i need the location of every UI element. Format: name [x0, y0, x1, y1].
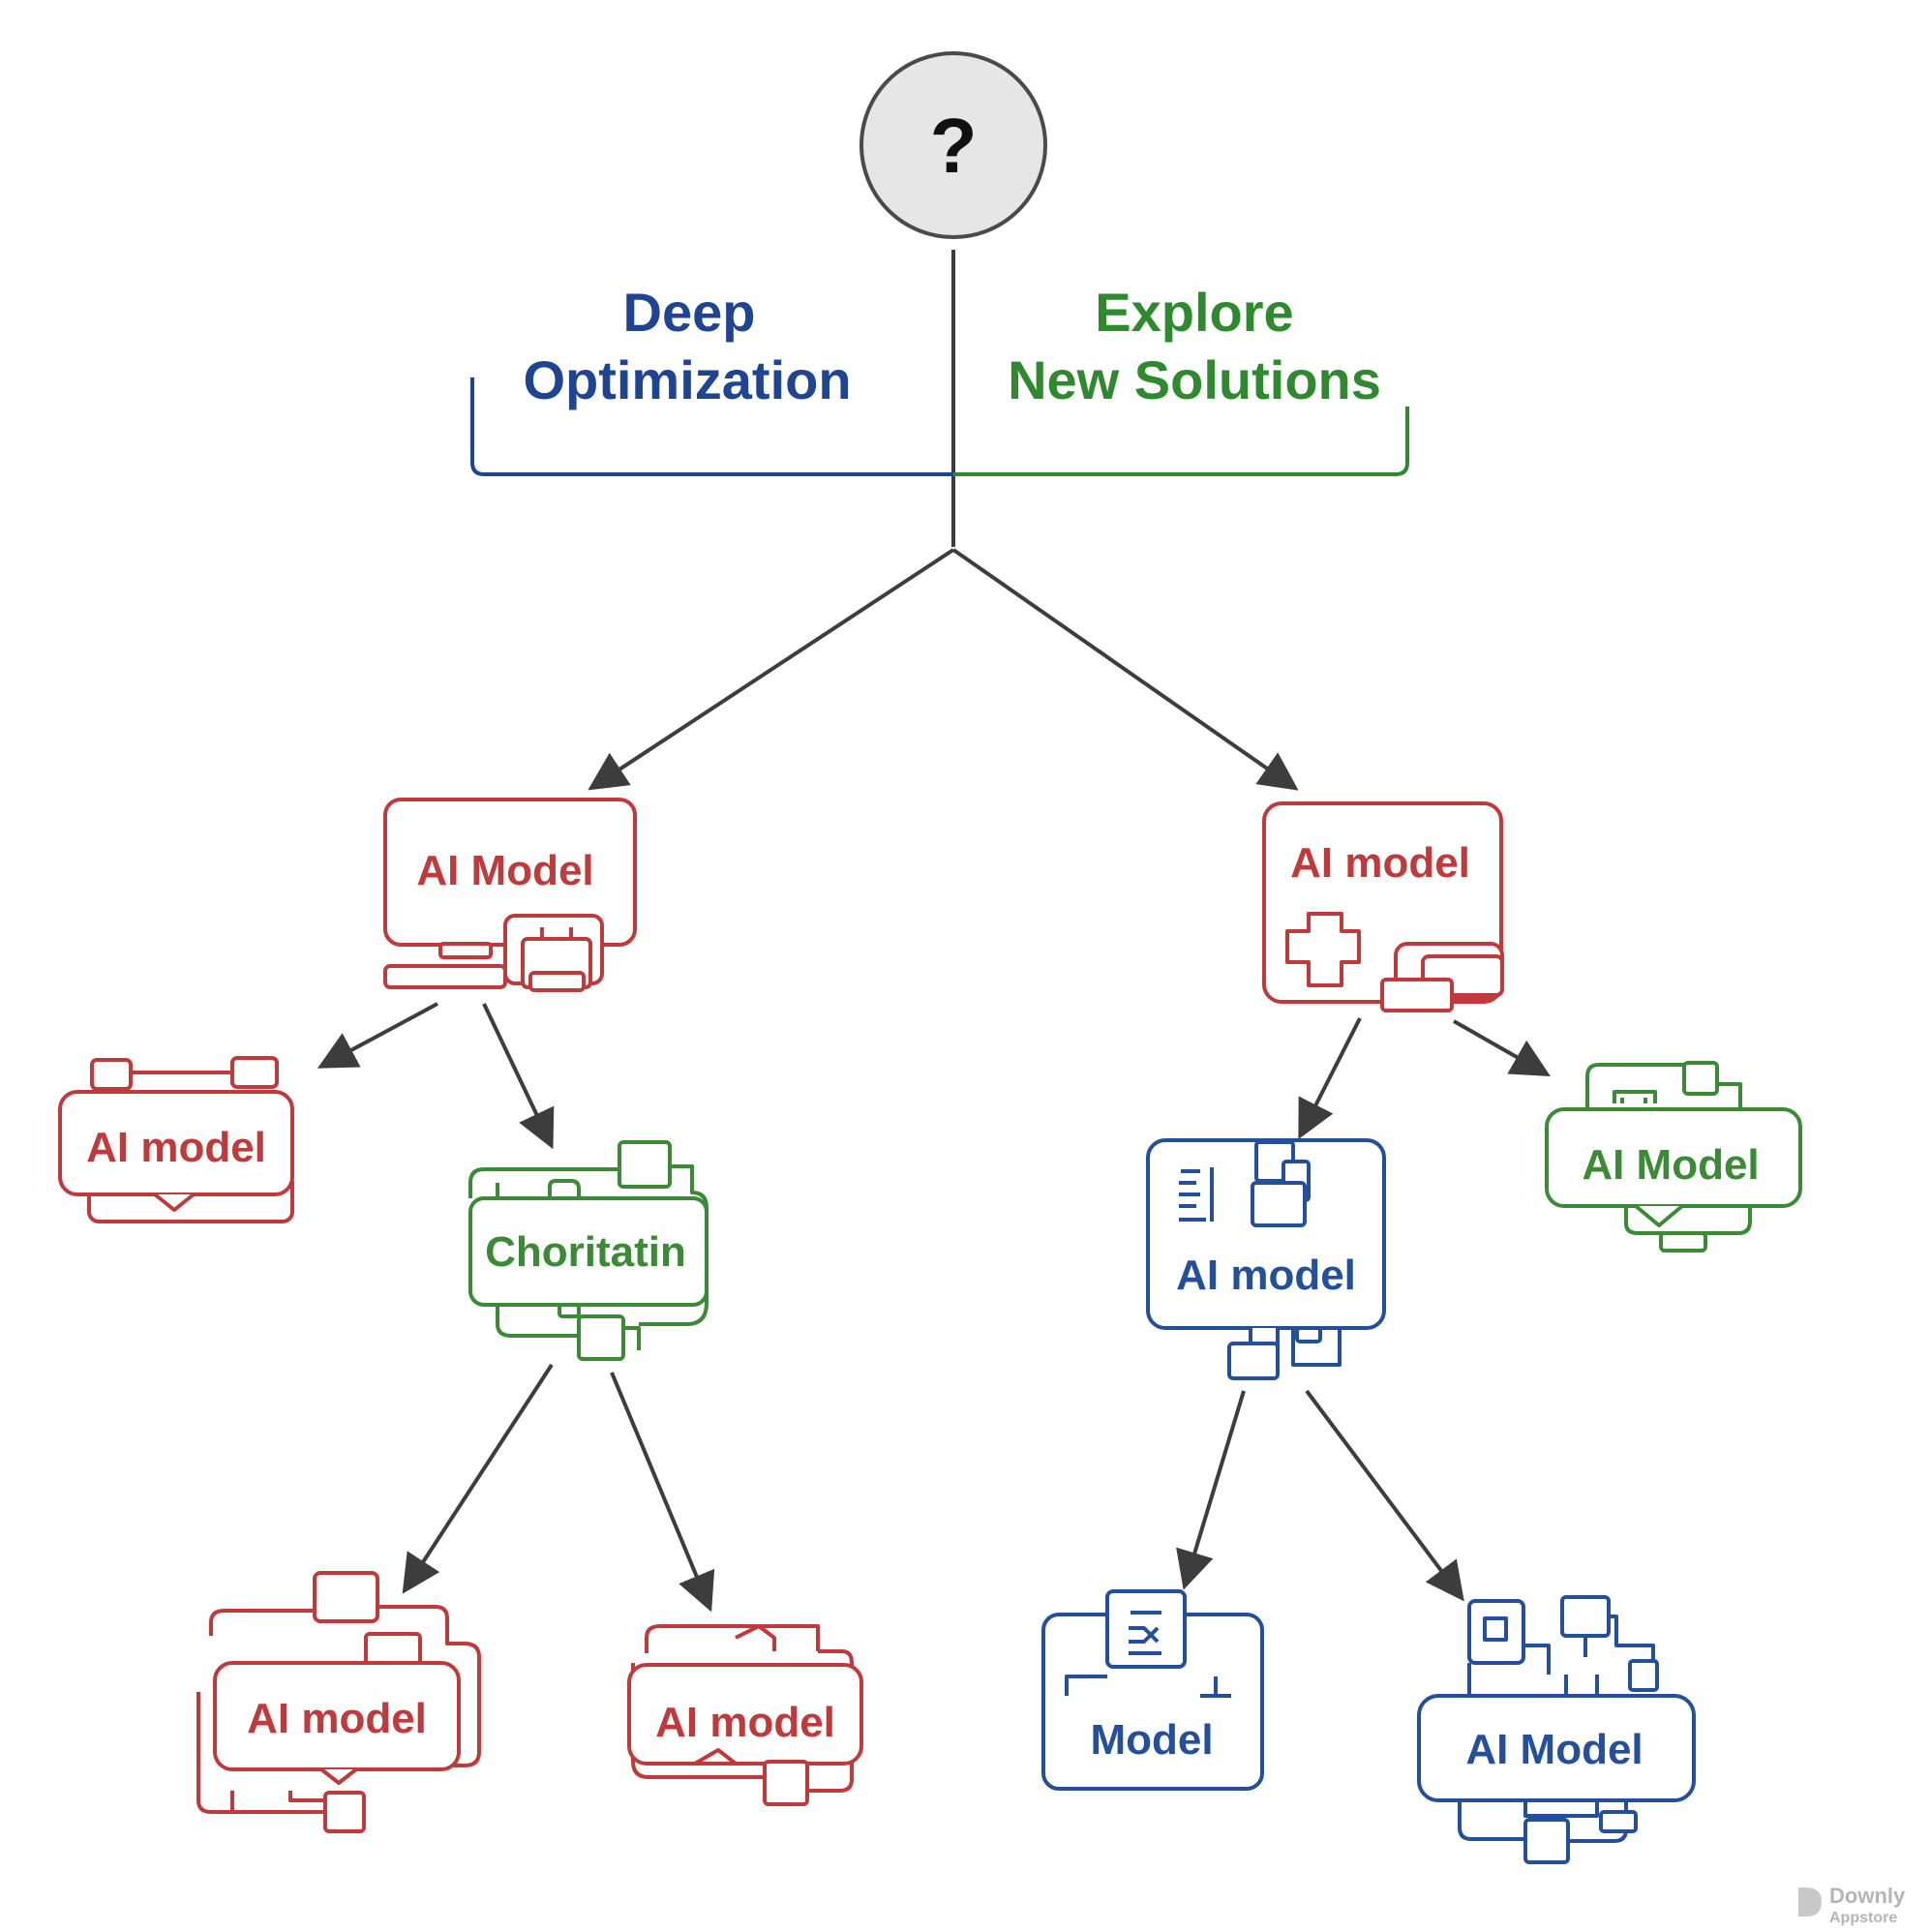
node-n1[interactable]: AI Model	[383, 798, 637, 992]
edge-root-n2	[951, 548, 1299, 791]
branch-label-right-line2: New Solutions	[1008, 349, 1381, 410]
edge-n5-n10	[1305, 1389, 1464, 1602]
right-branch-bracket	[953, 407, 1409, 476]
root-node[interactable]: ?	[859, 51, 1047, 239]
node-n4-label: Choritatin	[485, 1228, 686, 1276]
watermark: Downly Appstore	[1798, 1884, 1906, 1926]
edge-n2-n6	[1453, 1019, 1551, 1076]
left-branch-bracket	[470, 377, 953, 476]
node-n4[interactable]: Choritatin	[468, 1140, 709, 1361]
edge-n4-n8	[610, 1372, 715, 1613]
root-question-mark: ?	[930, 103, 978, 189]
node-n8[interactable]: AI model	[627, 1624, 863, 1806]
edge-n4-n7	[402, 1363, 554, 1594]
node-n7[interactable]: AI model	[196, 1571, 481, 1833]
node-n5-label: AI model	[1176, 1252, 1356, 1299]
node-n1-label: AI Model	[416, 847, 593, 894]
node-n8-label: AI model	[655, 1699, 835, 1746]
watermark-line2: Appstore	[1829, 1910, 1897, 1926]
node-n10-label: AI Model	[1465, 1726, 1643, 1773]
branch-label-left-line1: Deep	[623, 282, 756, 343]
node-n5[interactable]: AI model	[1146, 1138, 1386, 1380]
branch-label-right-line1: Explore	[1095, 282, 1293, 343]
edge-root-n1	[588, 548, 955, 791]
node-n6[interactable]: AI Model	[1545, 1061, 1802, 1253]
node-n3-label: AI model	[86, 1124, 266, 1171]
node-n10[interactable]: AI Model	[1417, 1595, 1696, 1864]
watermark-logo-icon	[1798, 1887, 1822, 1917]
watermark-line1: Downly	[1829, 1884, 1906, 1908]
edge-n1-n3	[317, 1002, 438, 1069]
edge-n1-n4	[482, 1003, 555, 1150]
node-n9-label: Model	[1090, 1716, 1213, 1764]
node-n7-label: AI model	[247, 1695, 427, 1742]
edges	[317, 548, 1551, 1613]
branch-label-left-line2: Optimization	[523, 349, 851, 410]
node-n3[interactable]: AI model	[58, 1056, 294, 1223]
node-n9[interactable]: Model	[1041, 1589, 1264, 1791]
edge-n2-n5	[1298, 1017, 1362, 1140]
node-n2[interactable]: AI model	[1262, 801, 1504, 1012]
node-n6-label: AI Model	[1582, 1141, 1759, 1189]
edge-n5-n9	[1176, 1390, 1246, 1590]
node-n2-label: AI model	[1290, 839, 1470, 887]
